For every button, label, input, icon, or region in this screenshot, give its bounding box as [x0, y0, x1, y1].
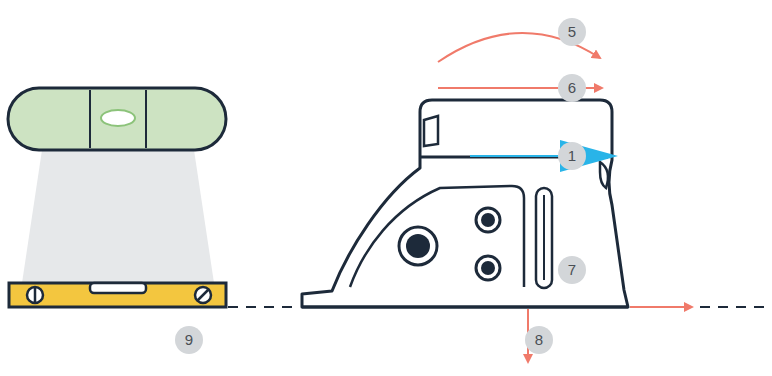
callout-number: 7	[558, 256, 586, 284]
callout-number: 5	[558, 18, 586, 46]
callout-number: 8	[525, 326, 553, 354]
callout-number: 6	[558, 74, 586, 102]
callout-number: 9	[175, 326, 203, 354]
callout-number: 1	[558, 142, 586, 170]
